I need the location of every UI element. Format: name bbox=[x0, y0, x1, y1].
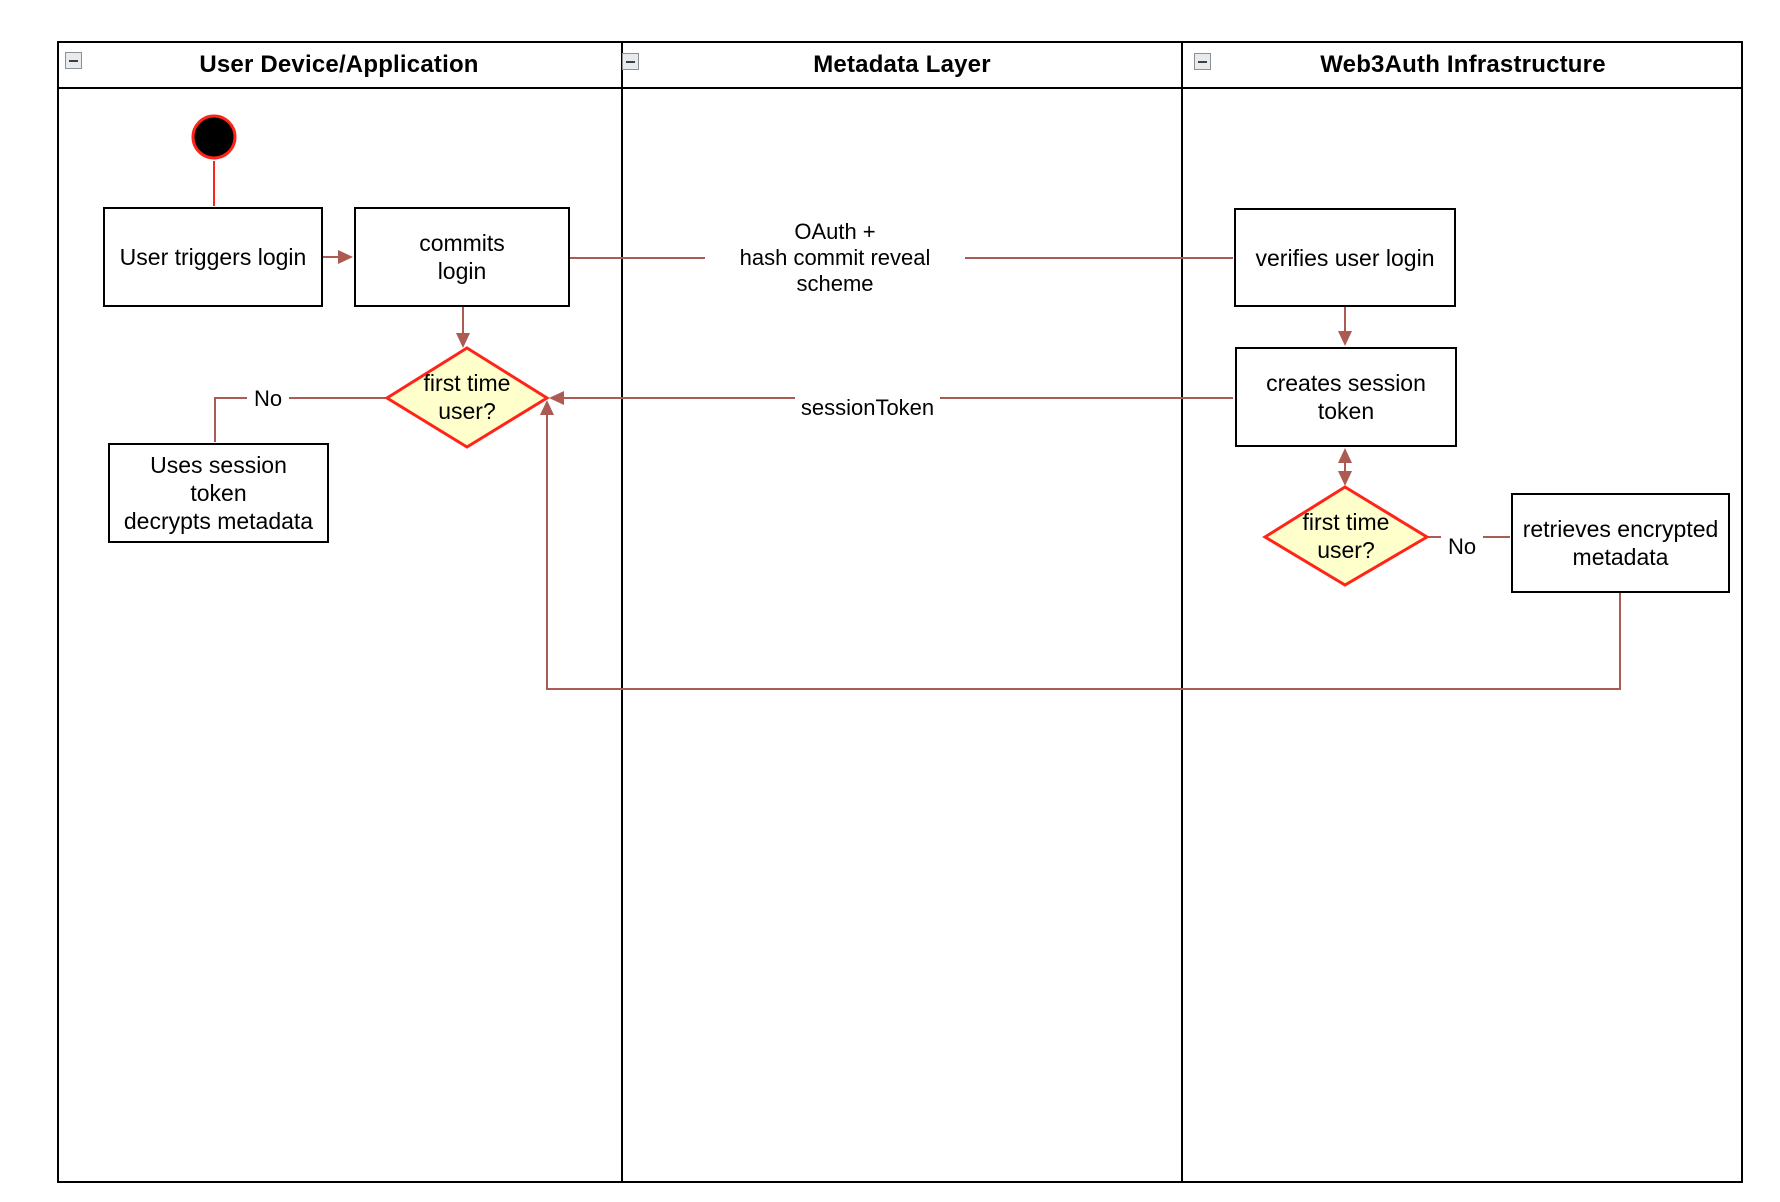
decision-first-time-user-right[interactable] bbox=[1262, 485, 1430, 587]
decision-left-label: first time user? bbox=[423, 370, 511, 424]
node-commits-login[interactable]: commits login bbox=[354, 207, 570, 307]
edge-verifies-to-creates bbox=[1338, 307, 1352, 346]
collapse-icon[interactable] bbox=[65, 52, 82, 69]
edge-user-triggers-to-commits bbox=[323, 250, 353, 264]
edge-label-session-token: sessionToken bbox=[795, 395, 940, 421]
edge-label-no-right: No bbox=[1441, 534, 1483, 560]
minus-icon bbox=[69, 59, 78, 62]
edge-decision-left-no bbox=[214, 397, 387, 442]
node-creates-session-token[interactable]: creates session token bbox=[1235, 347, 1457, 447]
decision-first-time-user-left[interactable] bbox=[384, 346, 550, 449]
lane-header-metadata-layer: Metadata Layer bbox=[813, 50, 991, 78]
lane-divider-2 bbox=[1181, 41, 1183, 1183]
decision-right-label: first time user? bbox=[1302, 509, 1390, 563]
collapse-icon[interactable] bbox=[622, 53, 639, 70]
edge-label-no-left: No bbox=[247, 386, 289, 412]
lane-divider-1 bbox=[621, 41, 623, 1183]
edge-metadata-loop-back bbox=[540, 400, 1621, 690]
lane-header-user-device: User Device/Application bbox=[199, 50, 479, 78]
edge-label-oauth: OAuth + hash commit reveal scheme bbox=[705, 219, 965, 296]
swimlane-frame bbox=[57, 41, 1743, 1183]
edge-commits-to-decision-left bbox=[456, 307, 470, 348]
edge-creates-decision-bidirectional bbox=[1338, 448, 1352, 486]
header-separator bbox=[57, 87, 1743, 89]
lane-header-web3auth-infrastructure: Web3Auth Infrastructure bbox=[1320, 50, 1606, 78]
minus-icon bbox=[1198, 60, 1207, 63]
start-node[interactable] bbox=[191, 114, 237, 160]
node-user-triggers-login[interactable]: User triggers login bbox=[103, 207, 323, 307]
node-uses-session-token[interactable]: Uses session token decrypts metadata bbox=[108, 443, 329, 543]
collapse-icon[interactable] bbox=[1194, 53, 1211, 70]
minus-icon bbox=[626, 60, 635, 63]
node-verifies-user-login[interactable]: verifies user login bbox=[1234, 208, 1456, 307]
node-retrieves-encrypted-metadata[interactable]: retrieves encrypted metadata bbox=[1511, 493, 1730, 593]
